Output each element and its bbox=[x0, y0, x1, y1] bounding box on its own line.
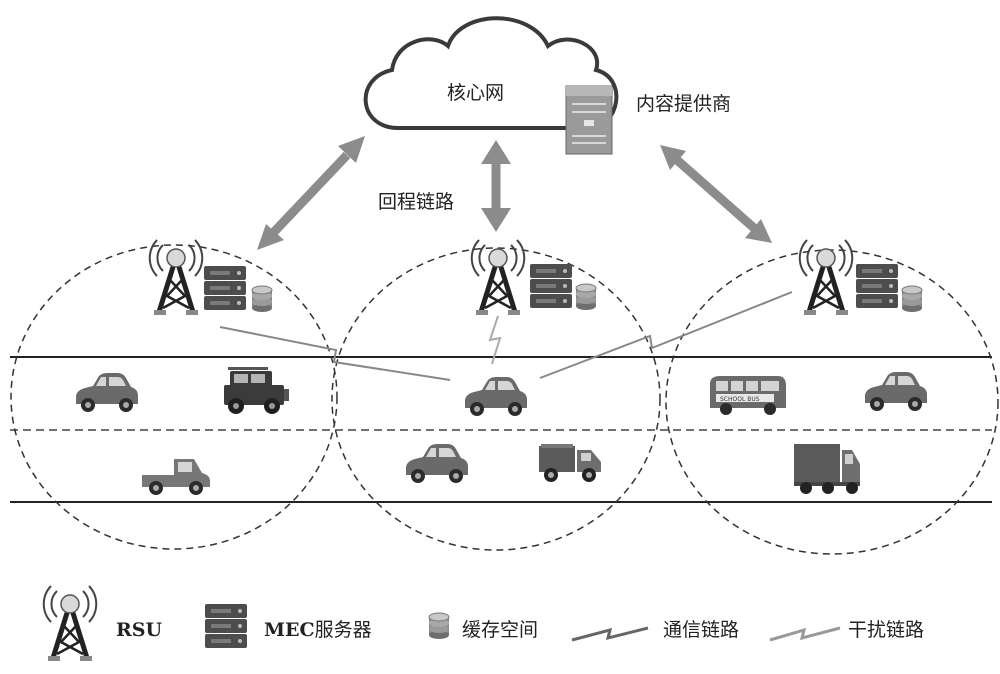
legend-comm-link-icon bbox=[571, 626, 649, 642]
car-icon bbox=[865, 372, 927, 411]
road bbox=[10, 356, 992, 503]
coverage-area-3 bbox=[665, 249, 999, 555]
legend-interference-link-icon bbox=[769, 626, 841, 642]
core-network-label: 核心网 bbox=[447, 82, 504, 104]
legend-mec-server-icon bbox=[205, 604, 247, 648]
core-network-cloud bbox=[363, 16, 619, 130]
coverage-area-1 bbox=[10, 244, 338, 550]
backhaul-arrow-left bbox=[257, 136, 365, 250]
legend-rsu-icon bbox=[44, 586, 96, 661]
communication-link bbox=[488, 315, 502, 365]
backhaul-arrow-right bbox=[660, 145, 772, 243]
car-icon bbox=[406, 444, 468, 483]
mec-server-3-icon bbox=[856, 264, 898, 308]
legend-rsu-label: RSU bbox=[116, 619, 163, 641]
pickup-truck-icon bbox=[142, 459, 210, 495]
truck-icon bbox=[539, 444, 601, 482]
car-icon bbox=[76, 373, 138, 412]
rsu-1-icon bbox=[150, 240, 202, 315]
school-bus-sign: SCHOOL BUS bbox=[720, 396, 760, 403]
interference-link-right bbox=[539, 291, 793, 379]
coverage-area-2 bbox=[331, 247, 661, 551]
content-provider-label: 内容提供商 bbox=[636, 93, 731, 115]
rsu-3-icon bbox=[800, 240, 852, 315]
legend-cache-icon bbox=[428, 612, 450, 640]
mec-server-2-icon bbox=[530, 264, 572, 308]
box-truck-icon bbox=[794, 444, 860, 494]
car-icon bbox=[465, 377, 527, 416]
cache-3-icon bbox=[901, 285, 923, 313]
school-bus-icon: SCHOOL BUS bbox=[710, 376, 786, 415]
legend-comm-link-label: 通信链路 bbox=[663, 619, 739, 641]
legend-mec-suffix: 服务器 bbox=[315, 619, 372, 641]
legend-mec-label: MEC服务器 bbox=[264, 619, 372, 641]
cache-2-icon bbox=[575, 283, 597, 311]
legend: RSU MEC服务器 缓存空间 通信链路 干扰链路 bbox=[44, 586, 924, 661]
legend-cache-label: 缓存空间 bbox=[462, 619, 538, 641]
content-provider-server-icon bbox=[565, 85, 613, 155]
legend-interference-link-label: 干扰链路 bbox=[848, 619, 924, 641]
jeep-icon bbox=[224, 367, 289, 414]
interference-link-left bbox=[219, 326, 451, 381]
cache-1-icon bbox=[251, 285, 273, 313]
legend-mec-prefix: MEC bbox=[264, 619, 315, 641]
backhaul-link-label: 回程链路 bbox=[378, 191, 454, 213]
backhaul-arrow-center bbox=[481, 140, 511, 232]
rsu-2-icon bbox=[472, 240, 524, 315]
mec-server-1-icon bbox=[204, 266, 246, 310]
